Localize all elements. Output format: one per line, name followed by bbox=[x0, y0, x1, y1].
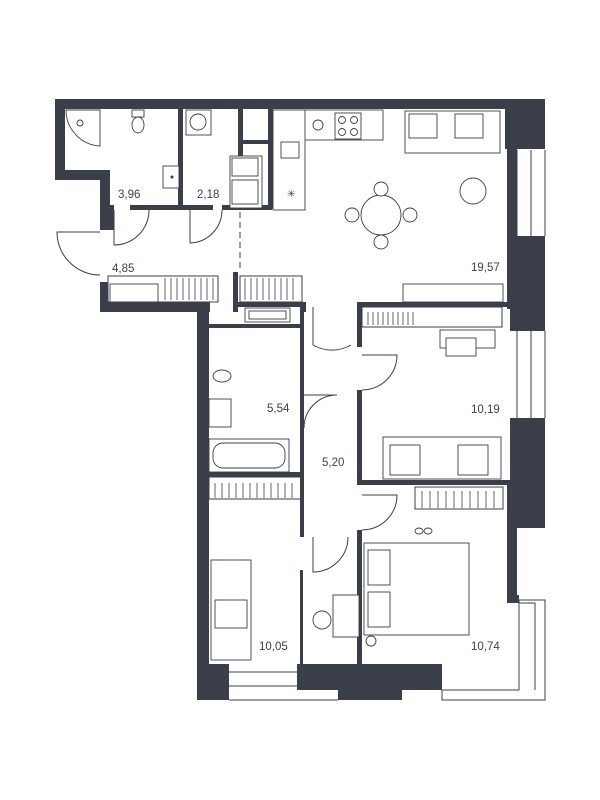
windows bbox=[229, 150, 546, 701]
area-label-laundry: 2,18 bbox=[197, 189, 219, 201]
area-label-corridor: 5,20 bbox=[322, 457, 344, 469]
furniture: ✳ bbox=[65, 109, 504, 661]
doors bbox=[56, 209, 398, 573]
area-label-hallway: 4,85 bbox=[112, 263, 134, 275]
svg-text:✳: ✳ bbox=[287, 189, 295, 200]
area-label-bedroom-3: 10,74 bbox=[471, 641, 500, 653]
area-label-bedroom-2: 10,05 bbox=[259, 641, 288, 653]
area-label-bathroom: 5,54 bbox=[267, 403, 290, 415]
area-label-kitchen-living: 19,57 bbox=[471, 262, 500, 274]
area-label-bedroom-1: 10,19 bbox=[471, 404, 500, 416]
area-labels: 3,96 2,18 4,85 19,57 5,54 5,20 10,19 10,… bbox=[112, 189, 500, 653]
interior-walls bbox=[110, 109, 507, 664]
area-label-bathroom-small: 3,96 bbox=[118, 189, 140, 201]
exterior-walls bbox=[55, 99, 545, 700]
